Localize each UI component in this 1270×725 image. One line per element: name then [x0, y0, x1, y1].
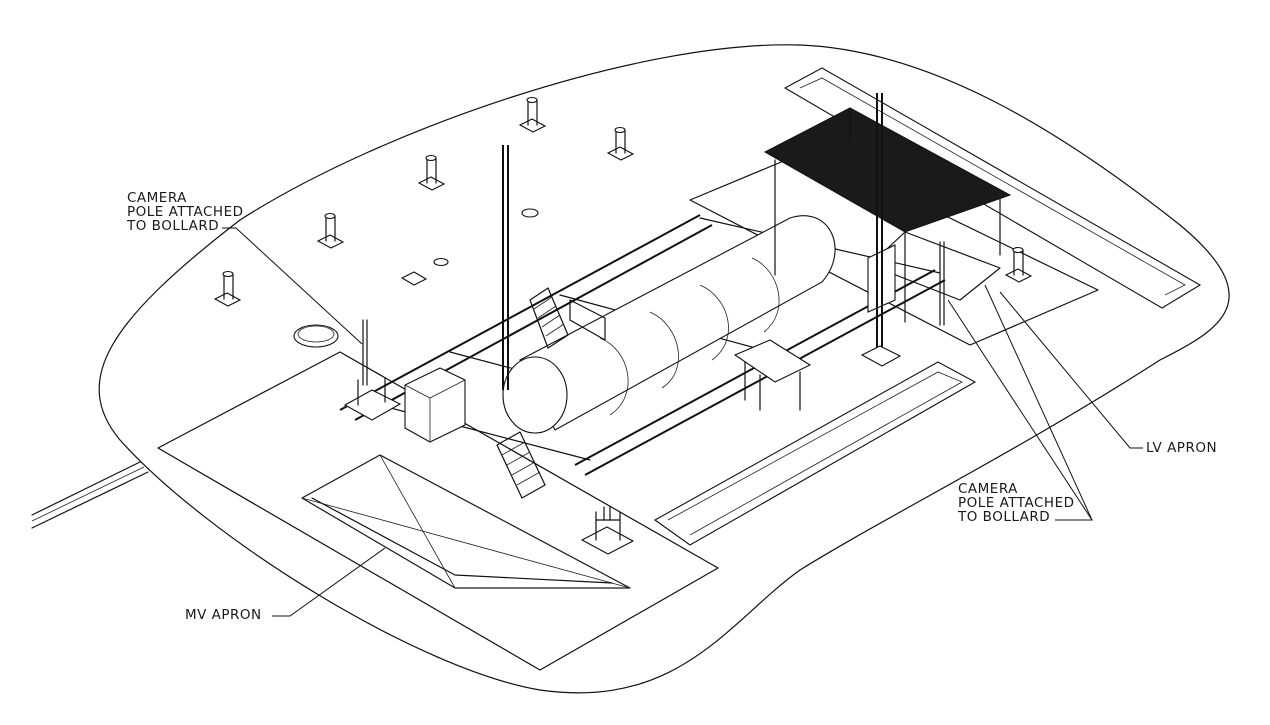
mv-apron	[157, 351, 719, 671]
callout-camera-left-line2: POLE ATTACHED	[127, 204, 244, 220]
manholes	[293, 208, 539, 348]
camera-base-front	[580, 506, 635, 555]
callout-camera-right-line2: POLE ATTACHED	[958, 495, 1075, 511]
leader-camera-right-2	[984, 284, 1093, 521]
leader-mv-apron	[272, 547, 386, 617]
camera-poles	[362, 241, 945, 386]
callout-camera-left-line1: CAMERA	[127, 190, 187, 206]
transformer-tank	[502, 215, 836, 434]
access-road	[31, 461, 149, 529]
bollards	[213, 96, 1033, 307]
tank-ladder	[529, 287, 606, 349]
callout-mv-apron: MV APRON	[185, 608, 262, 622]
bollard-3	[417, 154, 446, 191]
callout-camera-right-line1: CAMERA	[958, 481, 1018, 497]
callout-mv-apron-text: MV APRON	[185, 607, 262, 623]
callout-camera-right-line3: TO BOLLARD	[958, 509, 1051, 525]
shelter	[733, 339, 812, 411]
bollard-5	[213, 270, 242, 307]
site-boundary	[98, 44, 1230, 694]
leader-lv-apron	[999, 291, 1143, 449]
curb-lower-right	[653, 361, 977, 546]
bollard-6	[1004, 246, 1033, 283]
bollard-1	[518, 96, 547, 133]
callout-camera-left-line3: TO BOLLARD	[127, 218, 220, 234]
callout-camera-right: CAMERA POLE ATTACHED TO BOLLARD	[958, 482, 1075, 524]
callout-lv-apron: LV APRON	[1146, 441, 1217, 455]
leader-camera-left	[222, 227, 363, 345]
callout-camera-left: CAMERA POLE ATTACHED TO BOLLARD	[127, 191, 244, 233]
callout-lv-apron-text: LV APRON	[1146, 440, 1218, 456]
poles	[502, 93, 902, 390]
camera-base-left	[343, 377, 402, 421]
mv-stair	[496, 431, 546, 499]
bollard-4	[316, 212, 345, 249]
mv-switchgear	[404, 367, 466, 443]
canopy	[763, 107, 1012, 323]
bollard-2	[606, 126, 635, 161]
